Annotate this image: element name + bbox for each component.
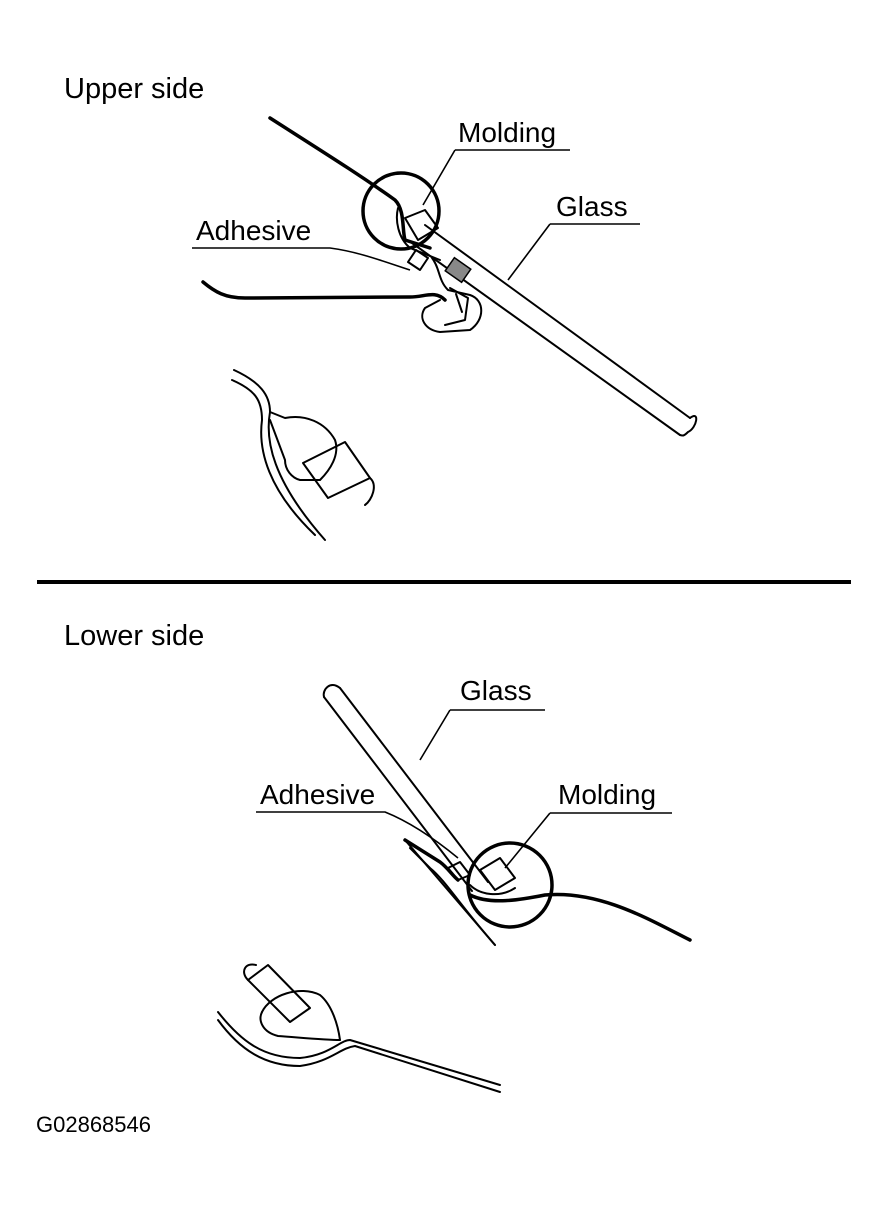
lower-glass-pane [322,684,489,892]
upper-detail-circle [361,171,441,251]
upper-glass-leader [507,223,640,281]
lower-side-section: Lower side Glass Adhesive Molding [64,620,692,1093]
upper-molding-leader [422,149,570,206]
lower-molding-leader [504,812,672,869]
lower-molding-label: Molding [558,779,656,810]
upper-adhesive-leader [192,247,411,271]
lower-side-title: Lower side [64,620,204,652]
upper-adhesive-label: Adhesive [196,215,311,246]
upper-roof-panel [268,116,432,250]
lower-adhesive-leader [256,811,459,859]
lower-adhesive-label: Adhesive [260,779,375,810]
lower-body-panel [468,892,692,942]
upper-side-section: Upper side Molding Glas [64,73,698,541]
upper-molding-label: Molding [458,117,556,148]
lower-molding-profile [469,857,516,896]
upper-glass-label: Glass [556,191,628,222]
upper-side-title: Upper side [64,73,204,105]
lower-glass-label: Glass [460,675,532,706]
upper-body-flange [201,249,483,333]
upper-molding-detail [231,369,375,541]
lower-body-flange [403,838,496,946]
lower-glass-leader [419,709,545,761]
figure-code: G02868546 [36,1112,151,1137]
lower-molding-detail [217,963,501,1093]
lower-detail-circle [466,841,554,929]
